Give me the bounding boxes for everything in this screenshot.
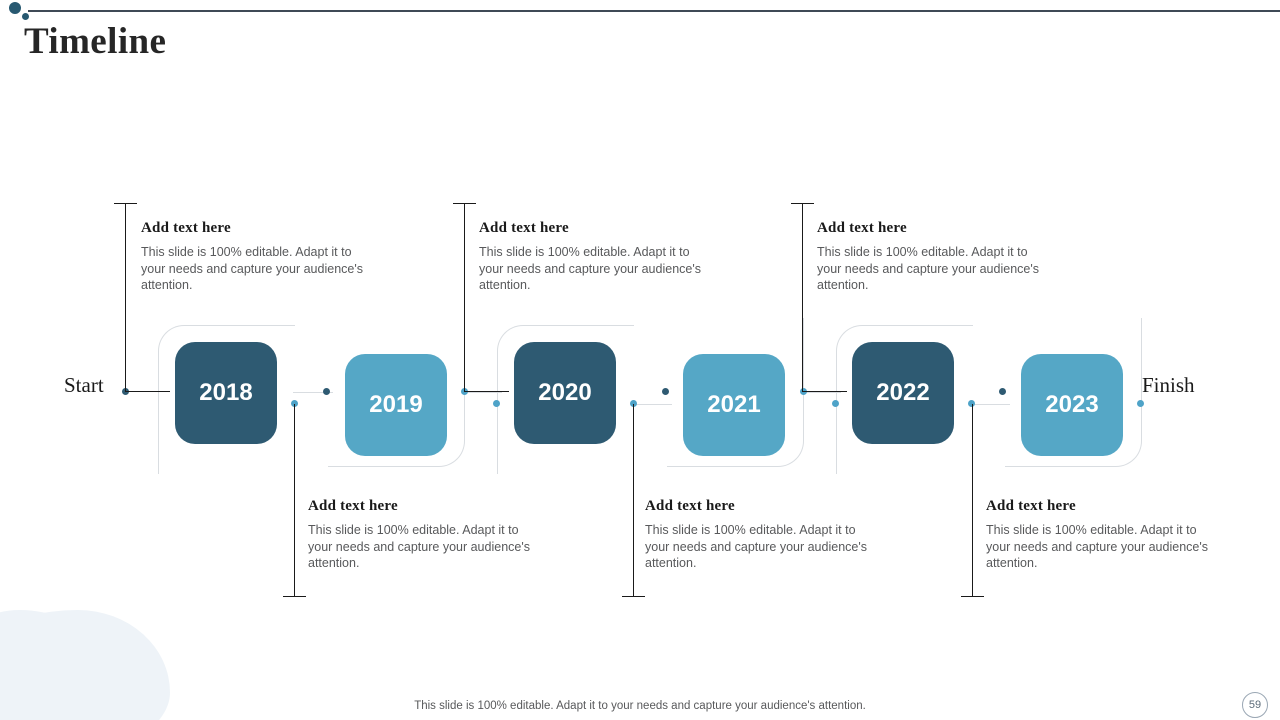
callout-bottom-2: Add text here This slide is 100% editabl… (645, 498, 877, 572)
leader-line-top-1 (125, 203, 127, 391)
timeline-node-2020[interactable]: 2020 (514, 342, 616, 444)
path-dot-6 (630, 400, 637, 407)
timeline-node-2022[interactable]: 2022 (852, 342, 954, 444)
leader-line-bottom-2 (633, 404, 635, 596)
page-title: Timeline (24, 21, 167, 62)
connector-segment-2 (462, 392, 502, 393)
finish-label: Finish (1142, 373, 1195, 397)
page-number: 59 (1242, 692, 1268, 718)
callout-heading: Add text here (141, 220, 231, 236)
leader-cap-top-2 (453, 203, 476, 205)
leader-line-bottom-3 (972, 404, 974, 596)
path-dot-5 (662, 388, 669, 395)
leader-line-top-2 (464, 203, 466, 391)
callout-heading: Add text here (645, 498, 735, 514)
callout-top-1: Add text here This slide is 100% editabl… (141, 220, 373, 294)
node-year-label: 2022 (876, 379, 930, 406)
path-dot-2 (291, 400, 298, 407)
connector-segment-3 (632, 404, 672, 405)
callout-body: This slide is 100% editable. Adapt it to… (141, 245, 363, 293)
leader-line-bottom-1 (294, 404, 296, 596)
callout-bottom-1: Add text here This slide is 100% editabl… (308, 498, 540, 572)
path-dot-4 (493, 400, 500, 407)
connector-segment-5 (970, 404, 1010, 405)
node-year-label: 2018 (199, 379, 253, 406)
leader-foot-top-2 (464, 391, 509, 393)
callout-body: This slide is 100% editable. Adapt it to… (817, 245, 1039, 293)
callout-body: This slide is 100% editable. Adapt it to… (986, 523, 1208, 571)
callout-bottom-3: Add text here This slide is 100% editabl… (986, 498, 1218, 572)
path-dot-10 (968, 400, 975, 407)
path-dot-1 (323, 388, 330, 395)
top-rule (28, 10, 1280, 12)
connector-bracket-6 (1005, 318, 1142, 467)
decor-dot-large (9, 2, 21, 14)
connector-bracket-1 (158, 325, 295, 474)
decor-dot-small (22, 13, 29, 20)
timeline-node-2021[interactable]: 2021 (683, 354, 785, 456)
timeline-node-2019[interactable]: 2019 (345, 354, 447, 456)
timeline-node-2018[interactable]: 2018 (175, 342, 277, 444)
timeline-node-2023[interactable]: 2023 (1021, 354, 1123, 456)
leader-cap-top-3 (791, 203, 814, 205)
node-year-label: 2021 (707, 391, 761, 418)
callout-body: This slide is 100% editable. Adapt it to… (479, 245, 701, 293)
connector-segment-4 (801, 392, 841, 393)
leader-cap-bottom-2 (622, 596, 645, 598)
node-year-label: 2019 (369, 391, 423, 418)
footer-note: This slide is 100% editable. Adapt it to… (414, 700, 866, 712)
node-year-label: 2023 (1045, 391, 1099, 418)
callout-heading: Add text here (986, 498, 1076, 514)
leader-line-top-3 (802, 203, 804, 391)
callout-top-3: Add text here This slide is 100% editabl… (817, 220, 1049, 294)
callout-heading: Add text here (479, 220, 569, 236)
leader-cap-top-1 (114, 203, 137, 205)
node-year-label: 2020 (538, 379, 592, 406)
connector-bracket-3 (497, 325, 634, 474)
callout-top-2: Add text here This slide is 100% editabl… (479, 220, 711, 294)
callout-heading: Add text here (817, 220, 907, 236)
callout-body: This slide is 100% editable. Adapt it to… (308, 523, 530, 571)
callout-body: This slide is 100% editable. Adapt it to… (645, 523, 867, 571)
leader-cap-bottom-3 (961, 596, 984, 598)
callout-heading: Add text here (308, 498, 398, 514)
path-dot-finish (1137, 400, 1144, 407)
path-dot-8 (832, 400, 839, 407)
start-label: Start (64, 373, 104, 397)
leader-foot-top-1 (125, 391, 170, 393)
leader-cap-bottom-1 (283, 596, 306, 598)
leader-foot-top-3 (802, 391, 847, 393)
path-dot-9 (999, 388, 1006, 395)
connector-segment-1 (293, 392, 333, 393)
connector-bracket-5 (836, 325, 973, 474)
